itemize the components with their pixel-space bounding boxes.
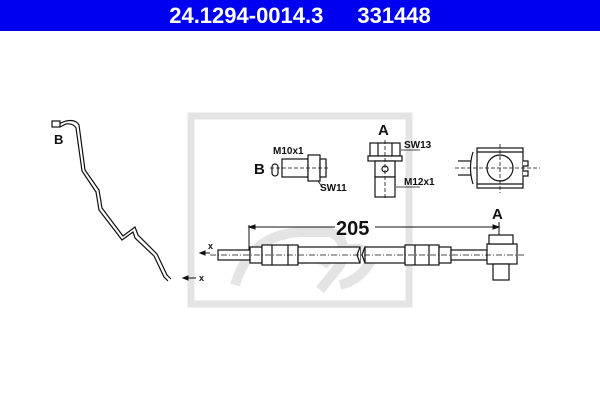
fitting-b-wrench-size: SW11 — [320, 183, 347, 194]
banjo-end-detail — [455, 144, 540, 193]
routing-end-marker: x — [199, 273, 204, 283]
routing-label-b: B — [54, 132, 63, 147]
routing-end-arrow — [181, 275, 196, 281]
fitting-a-thread: M12x1 — [404, 177, 435, 188]
fitting-b-label: B — [254, 161, 265, 178]
hose-end-label-a: A — [492, 206, 503, 223]
fitting-b-thread: M10x1 — [273, 146, 304, 157]
hose-left-arrow — [198, 250, 210, 256]
fitting-a-label: A — [378, 122, 389, 139]
brake-hose-drawing — [210, 234, 525, 281]
fitting-a-wrench-size: SW13 — [404, 140, 432, 151]
part-number: 24.1294-0014.3 — [169, 2, 324, 28]
hose-length-dimension: 205 — [336, 218, 369, 240]
fitting-b-drawing — [270, 154, 330, 189]
reference-number: 331448 — [357, 2, 431, 28]
hose-routing-view — [51, 119, 172, 282]
hose-left-marker: x — [208, 241, 213, 251]
fitting-a-drawing — [367, 140, 420, 200]
title-bar: 24.1294-0014.3 331448 — [0, 0, 600, 31]
